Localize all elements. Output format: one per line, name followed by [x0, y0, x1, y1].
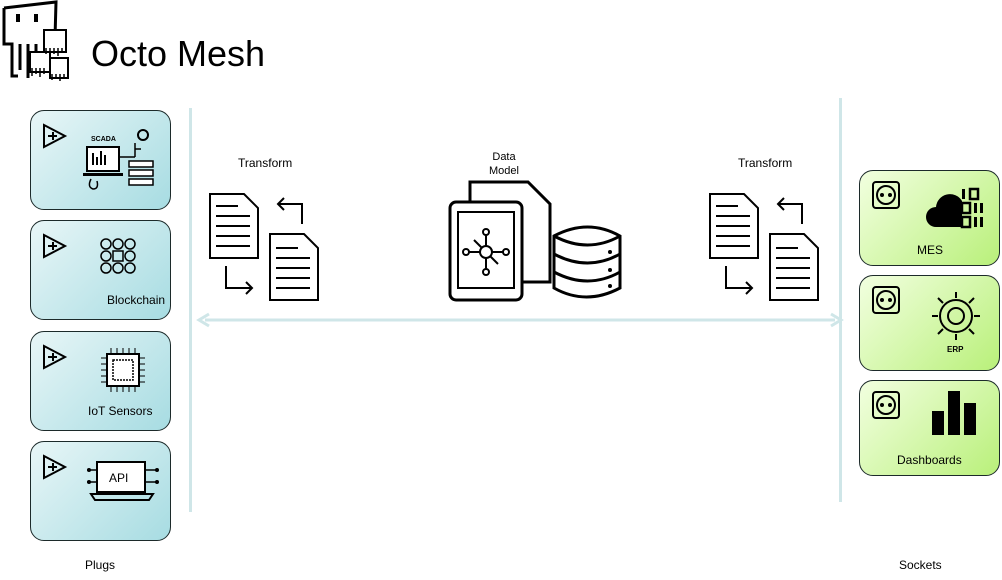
bar-chart-icon [932, 391, 976, 435]
socket-icon [872, 181, 900, 209]
socket-icon [872, 391, 900, 419]
plug-icon [43, 454, 68, 480]
plug-card-api[interactable]: API [30, 441, 171, 541]
scada-icon: SCADA [83, 129, 154, 190]
plug-label: Blockchain [107, 293, 166, 307]
data-model-label: Data Model [480, 150, 528, 178]
data-model-icon [448, 180, 622, 302]
socket-bus-line [839, 98, 842, 502]
plug-label: IoT Sensors [88, 404, 153, 418]
socket-label: MES [917, 243, 944, 257]
chip-icon [101, 348, 145, 392]
transform-label-right: Transform [738, 156, 793, 170]
data-flow-arrow [196, 312, 844, 328]
page-title: Octo Mesh [91, 33, 266, 74]
socket-label: Dashboards [897, 453, 962, 467]
socket-card-dashboards[interactable]: Dashboards [859, 380, 1000, 476]
plug-icon [43, 344, 68, 370]
erp-icon-text: ERP [947, 345, 964, 354]
plug-card-blockchain[interactable]: Blockchain [30, 220, 171, 320]
plug-card-iot-sensors[interactable]: IoT Sensors [30, 331, 171, 431]
socket-card-erp[interactable]: ERP [859, 275, 1000, 371]
plugs-label: Plugs [85, 558, 116, 572]
plug-icon [43, 233, 68, 259]
data-model-text: Data Model [489, 151, 519, 177]
plug-bus-line [189, 108, 192, 512]
socket-icon [872, 286, 900, 314]
plug-icon [43, 123, 68, 149]
erp-gear-icon: ERP [932, 292, 980, 354]
octo-logo [2, 0, 69, 81]
sockets-label: Sockets [899, 558, 942, 572]
transform-label-left: Transform [238, 156, 293, 170]
cloud-binary-icon [926, 187, 983, 229]
scada-icon-text: SCADA [91, 136, 116, 143]
blockchain-icon [100, 238, 136, 274]
socket-card-mes[interactable]: MES [859, 170, 1000, 266]
api-icon-text: API [109, 471, 128, 485]
plug-card-scada[interactable]: SCADA [30, 110, 171, 210]
transform-icon-left [209, 193, 319, 301]
api-icon: API [87, 461, 159, 501]
transform-icon-right [709, 193, 819, 301]
